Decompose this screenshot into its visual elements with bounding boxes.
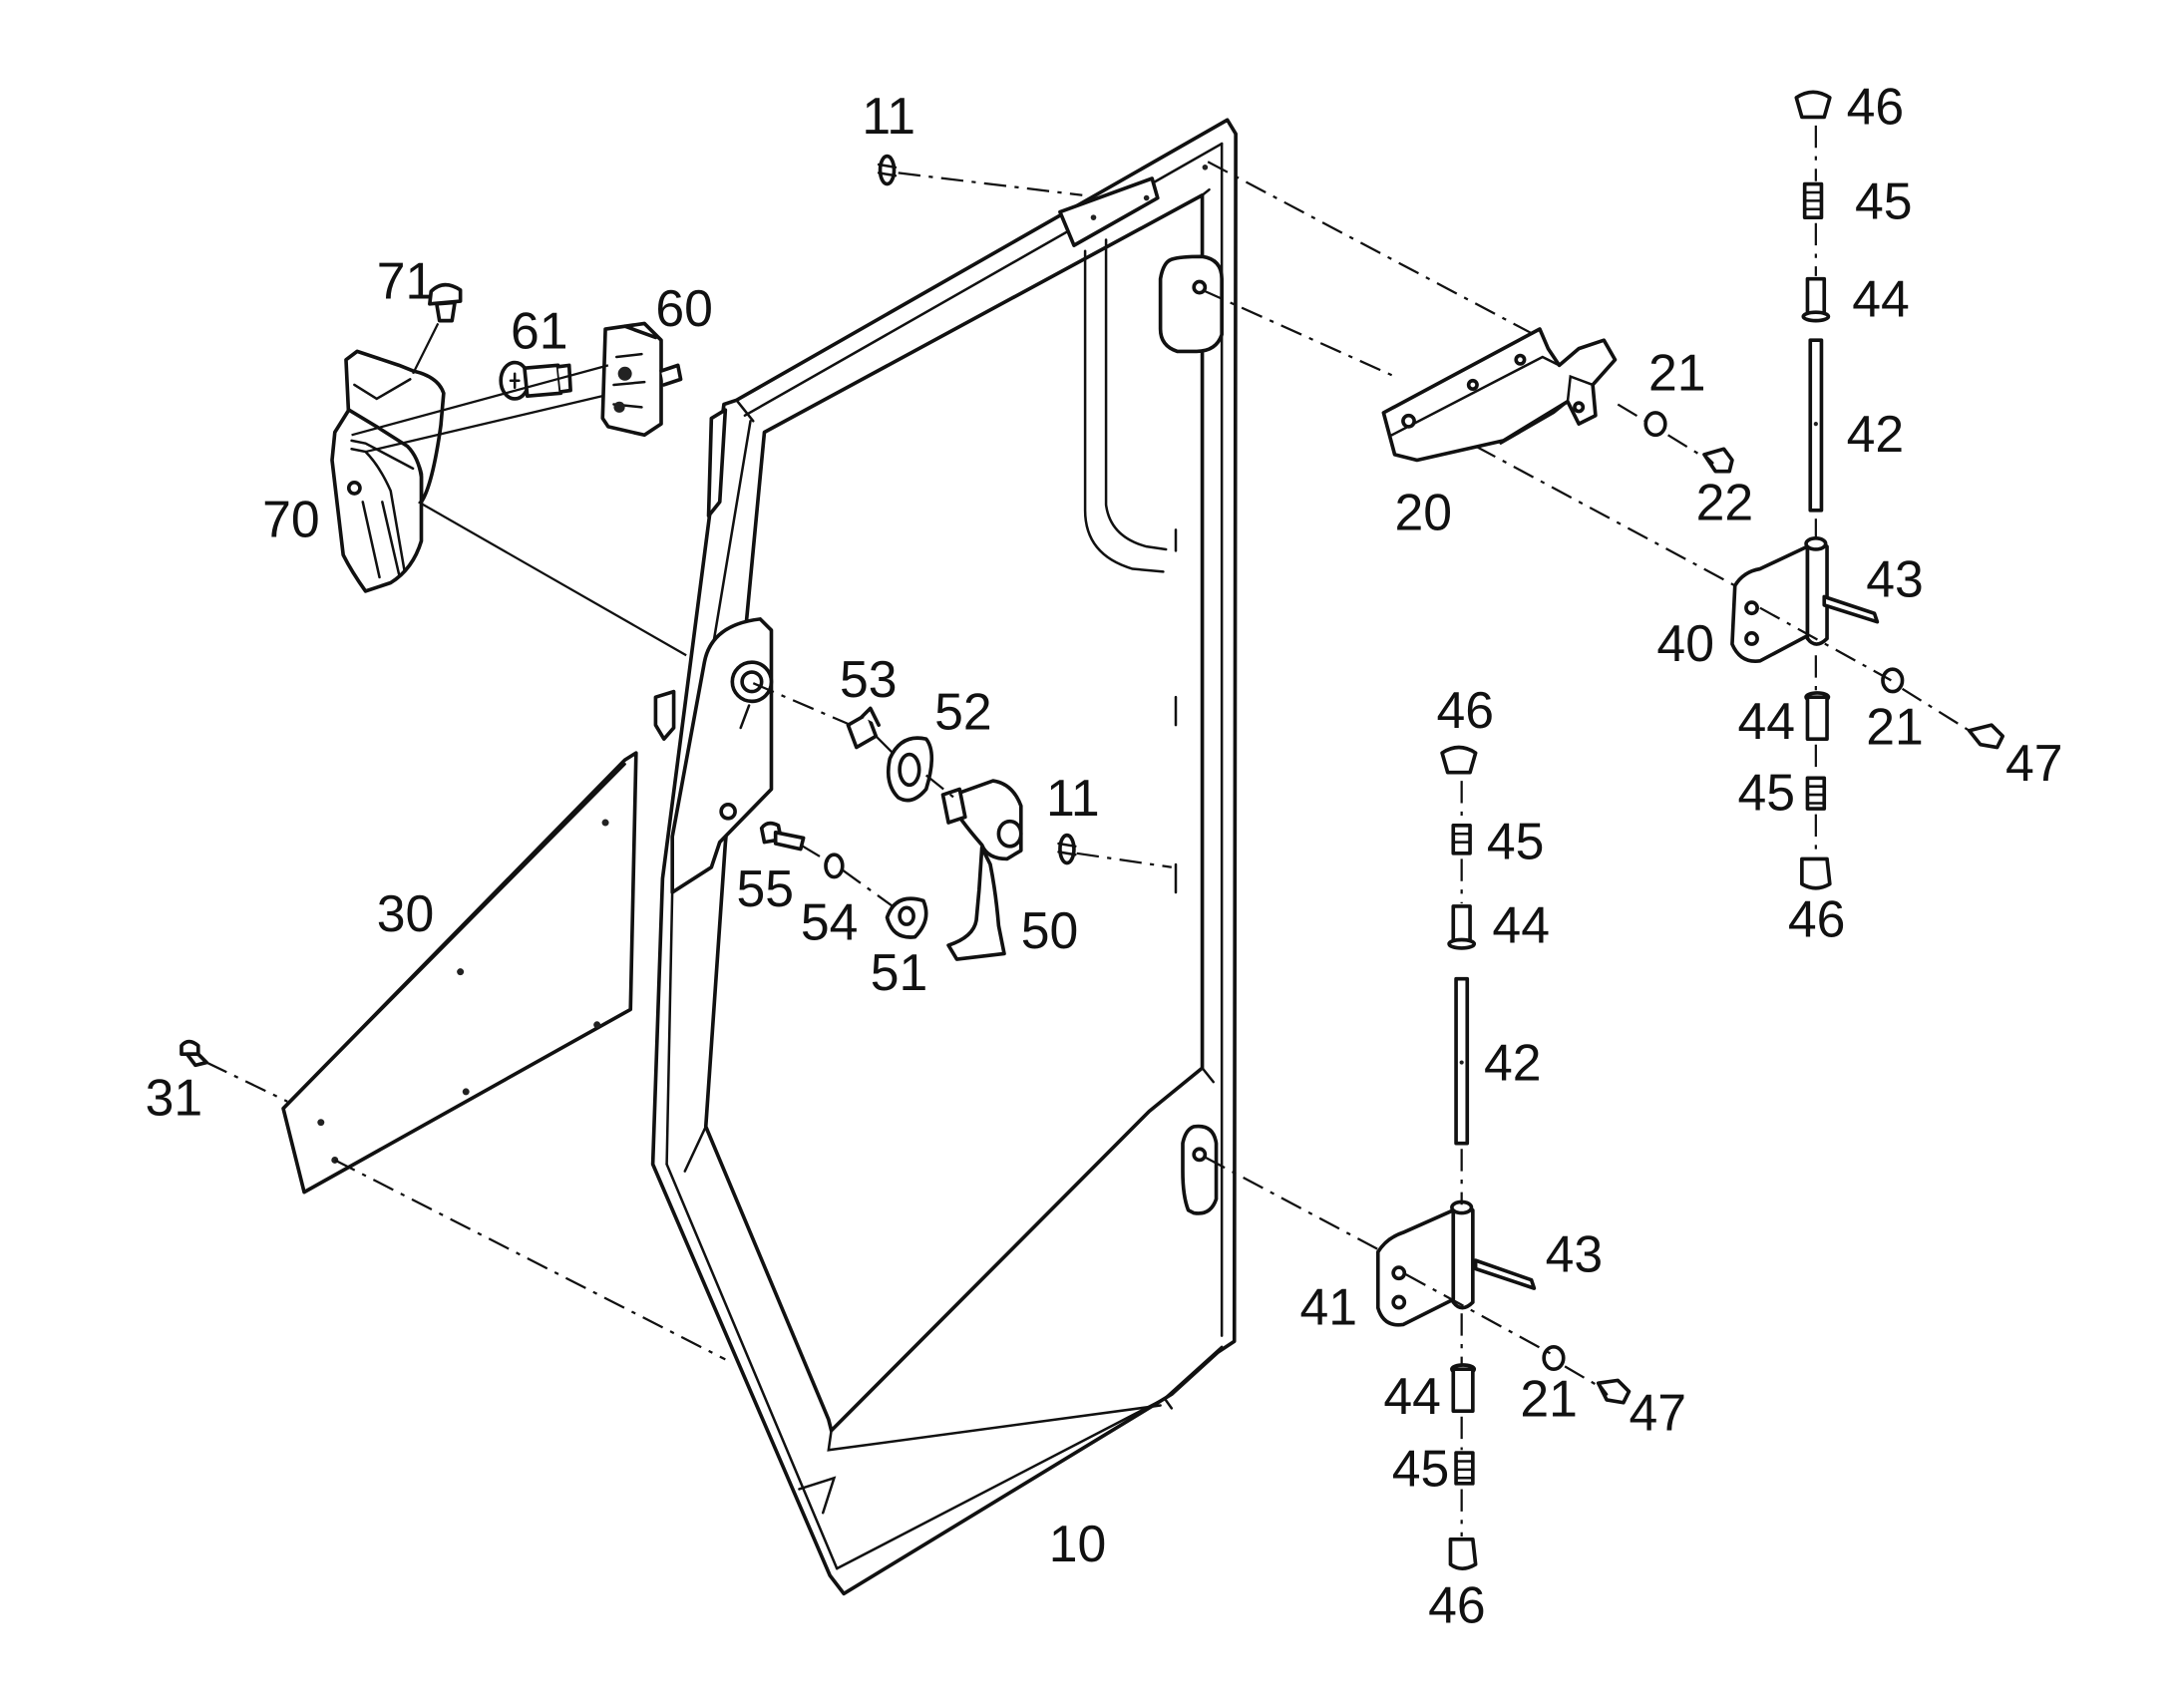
part-42-pin-top <box>1808 338 1824 512</box>
part-46-cap-upper-bottom <box>1800 856 1832 890</box>
part-11-grommet-top <box>877 154 898 186</box>
label-46-lower-bottom: 46 <box>1428 1576 1486 1634</box>
part-47-screw-top <box>1967 723 2005 750</box>
label-70: 70 <box>262 490 320 547</box>
label-42-lower: 42 <box>1484 1034 1542 1092</box>
label-46-top: 46 <box>1847 77 1905 135</box>
part-45-fitting-lower-top <box>1451 824 1472 855</box>
part-21-washer <box>1643 411 1667 438</box>
part-61-screw <box>499 360 572 401</box>
label-11-top: 11 <box>862 87 915 145</box>
part-44-bushing-upper-bottom <box>1804 691 1831 741</box>
part-46-cap-lower-top <box>1440 745 1478 775</box>
label-47-top: 47 <box>2005 734 2063 792</box>
label-43-top: 43 <box>1866 550 1924 608</box>
part-20-bracket <box>1381 327 1618 463</box>
label-54: 54 <box>801 892 859 950</box>
label-22: 22 <box>1696 474 1754 531</box>
label-46-upper-bottom: 46 <box>1788 890 1846 948</box>
label-53: 53 <box>840 650 898 708</box>
door-frame <box>650 118 1238 1596</box>
part-55-screw <box>759 821 806 852</box>
part-71-screw <box>428 282 463 323</box>
label-46-lower-top: 46 <box>1436 681 1494 739</box>
label-45-lower-top: 45 <box>1487 812 1545 869</box>
label-44-lower-top: 44 <box>1492 895 1550 953</box>
part-22-screw <box>1702 447 1734 474</box>
part-21-washer-lower <box>1542 1345 1566 1372</box>
label-43-lower: 43 <box>1546 1224 1604 1282</box>
part-40-hinge <box>1730 535 1829 663</box>
part-11-grommet-mid <box>1057 833 1077 865</box>
label-60: 60 <box>655 279 713 337</box>
label-47-lower: 47 <box>1629 1384 1686 1442</box>
part-50-handle <box>940 779 1023 961</box>
label-40: 40 <box>1656 614 1714 672</box>
label-20: 20 <box>1395 483 1453 540</box>
part-60-latch-block <box>600 321 683 438</box>
label-44-upper-bottom: 44 <box>1738 692 1796 750</box>
part-labels: 10 11 11 20 21 21 21 22 30 31 40 41 42 4… <box>146 77 2063 1633</box>
part-44-bushing-lower-top <box>1447 904 1477 950</box>
part-44-bushing-lower-bottom <box>1450 1363 1477 1413</box>
part-54-washer <box>824 853 845 879</box>
label-50: 50 <box>1021 901 1079 959</box>
part-46-cap-top <box>1794 90 1832 120</box>
label-44-top: 44 <box>1852 269 1910 327</box>
leader-lines <box>205 125 1971 1537</box>
part-45-fitting-upper-bottom <box>1805 776 1827 811</box>
label-44-lower-bottom: 44 <box>1383 1367 1441 1425</box>
part-52-escutcheon <box>886 736 934 803</box>
part-31-screw <box>180 1039 208 1068</box>
label-45-upper-bottom: 45 <box>1738 763 1796 821</box>
part-51-escutcheon <box>885 896 928 939</box>
label-51: 51 <box>871 943 928 1001</box>
part-42-pin-lower <box>1454 976 1470 1146</box>
part-46-cap-lower-bottom <box>1448 1537 1478 1570</box>
label-10: 10 <box>1049 1515 1107 1572</box>
part-43-pin-top <box>1822 594 1880 624</box>
label-42-top: 42 <box>1847 405 1905 463</box>
label-55: 55 <box>737 859 795 917</box>
part-70-mirror-housing <box>330 349 446 593</box>
label-21-mid: 21 <box>1866 698 1924 756</box>
part-21-washer-mid <box>1881 667 1905 694</box>
label-11-mid: 11 <box>1046 769 1100 827</box>
label-45-lower-bottom: 45 <box>1392 1440 1450 1498</box>
label-30: 30 <box>377 884 435 942</box>
label-52: 52 <box>934 682 992 740</box>
part-30-panel <box>281 751 638 1195</box>
part-47-screw-lower <box>1596 1378 1632 1405</box>
label-31: 31 <box>146 1069 203 1127</box>
part-45-fitting-top <box>1802 181 1824 219</box>
part-45-fitting-lower-bottom <box>1454 1451 1475 1486</box>
label-61: 61 <box>511 302 568 360</box>
part-44-bushing-top <box>1801 276 1831 323</box>
label-21-lower: 21 <box>1520 1370 1578 1428</box>
part-41-hinge <box>1375 1199 1475 1327</box>
part-43-pin-lower <box>1473 1258 1537 1290</box>
label-71: 71 <box>377 251 435 309</box>
label-41: 41 <box>1299 1277 1357 1335</box>
label-21-top: 21 <box>1648 344 1706 402</box>
label-45-top: 45 <box>1855 172 1913 230</box>
